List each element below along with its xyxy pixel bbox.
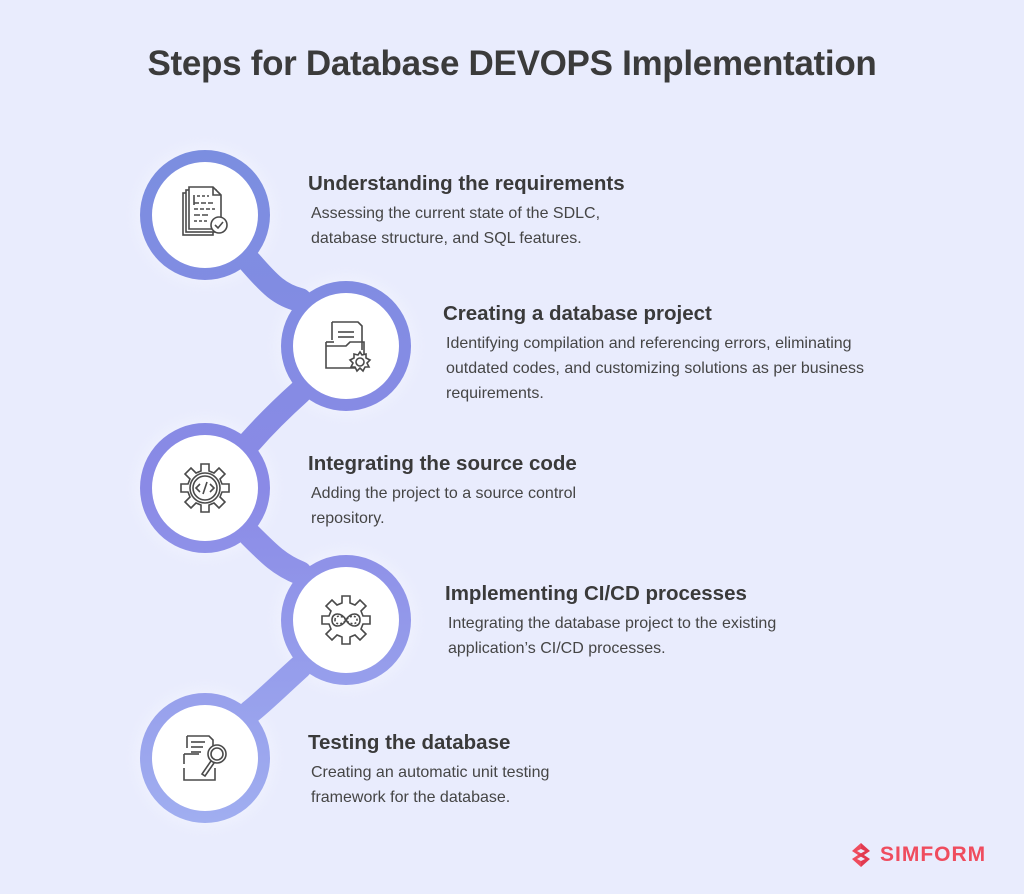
page-title: Steps for Database DEVOPS Implementation [147, 44, 877, 83]
gear-infinity-icon [310, 584, 382, 656]
step-description: Assessing the current state of the SDLC,… [311, 205, 601, 247]
step-description: Identifying compilation and referencing … [446, 335, 865, 402]
connector-3-4 [238, 523, 312, 585]
step-3: Integrating the source code Adding the p… [308, 451, 577, 531]
step-title: Testing the database [308, 731, 511, 754]
step-title: Implementing CI/CD processes [445, 582, 747, 605]
brand-name: SIMFORM [880, 843, 987, 866]
step-description: Creating an automatic unit testing frame… [311, 764, 550, 806]
simform-logo: SIMFORM [848, 842, 986, 868]
documents-check-icon [169, 179, 241, 251]
simform-logo-icon [852, 843, 870, 867]
step-description: Adding the project to a source control r… [311, 485, 577, 527]
step-title: Understanding the requirements [308, 172, 625, 195]
step-title: Integrating the source code [308, 452, 577, 475]
step-2: Creating a database project Identifying … [443, 301, 864, 406]
folder-gear-icon [310, 310, 382, 382]
connector-1-2 [238, 250, 312, 312]
step-title: Creating a database project [443, 302, 712, 325]
gear-code-icon [169, 452, 241, 524]
connector-2-3 [238, 380, 312, 454]
step-1: Understanding the requirements Assessing… [308, 171, 625, 251]
step-5: Testing the database Creating an automat… [308, 730, 549, 810]
step-4: Implementing CI/CD processes Integrating… [445, 581, 776, 661]
connector-4-5 [238, 655, 312, 724]
folder-search-icon [169, 722, 241, 794]
step-description: Integrating the database project to the … [448, 615, 777, 657]
